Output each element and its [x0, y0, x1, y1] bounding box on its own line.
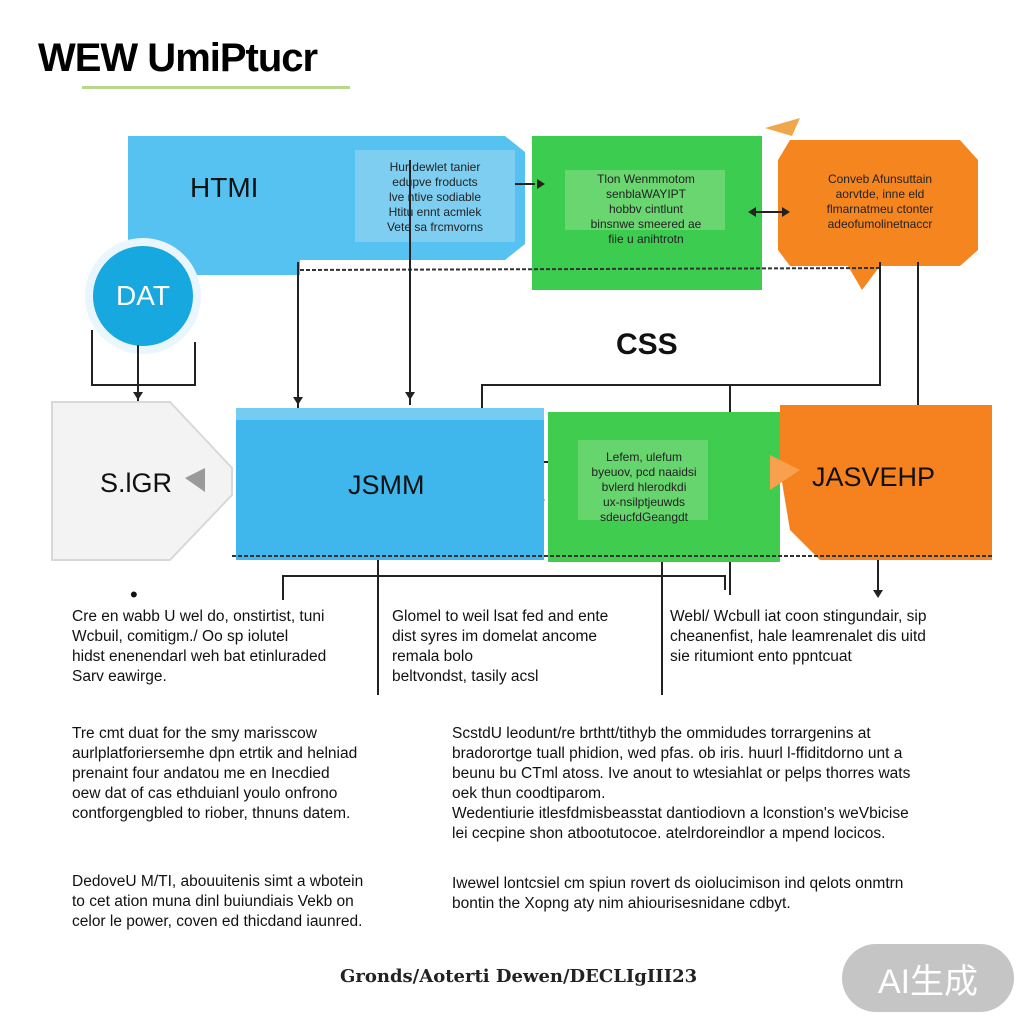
paragraph-col2-top: Glomel to weil lsat fed and ente dist sy… — [392, 608, 609, 685]
paragraph-col2-bot: Iwewel lontcsiel cm spiun rovert ds oiol… — [452, 875, 904, 912]
bottom-orange-block — [780, 405, 992, 560]
ai-generated-badge: AI生成 — [842, 944, 1014, 1012]
paragraph-col1-bot: DedoveU M/TI, abouuitenis simt a wbotein… — [72, 873, 364, 930]
footer-caption: Gronds/Aoterti Dewen/DECLIgIII23 — [340, 966, 698, 987]
arrow-down-4 — [873, 590, 883, 598]
bottom-green-panel-text: Lefem, ulefum byeuov, pcd naaidsi bvlerd… — [591, 450, 697, 524]
page-title: WEW UmiPtucr — [38, 36, 318, 80]
top-green-panel-text: Tlon Wenmmotom senblaWAYIPT hobbv cintlu… — [590, 172, 702, 246]
arrow-right-1 — [537, 179, 545, 189]
paragraph-col2-mid: ScstdU leodunt/re brthtt/tithyb the ommi… — [452, 725, 911, 842]
top-row-connector — [299, 267, 881, 271]
css-label: CSS — [616, 328, 678, 361]
bottom-orange-notch — [770, 455, 800, 490]
top-orange-block — [778, 140, 978, 290]
top-blue-inner-panel — [355, 150, 515, 242]
bottom-blue-top-strip — [236, 408, 544, 420]
paragraph-col1-top: Cre en wabb U wel do, onstirtist, tuni W… — [72, 608, 327, 685]
html-label: HTMI — [190, 172, 259, 203]
jasvenp-label: JASVEHP — [812, 462, 936, 492]
bottom-blue-block — [236, 408, 544, 560]
top-orange-flag — [765, 118, 800, 136]
arrow-down-3 — [405, 392, 415, 400]
arrow-down-1 — [133, 392, 143, 400]
jsmm-label: JSMM — [348, 470, 425, 500]
slider-arrow-icon — [185, 468, 205, 492]
top-blue-panel-text: Hur dewlet tanier edupve froducts lve nt… — [386, 160, 484, 234]
paragraph-col1-mid: Tre cmt duat for the smy marisscow aurlp… — [72, 725, 358, 822]
dat-label: DAT — [116, 280, 170, 311]
slider-label: S.lGR — [100, 468, 173, 498]
bullet-dot: • — [130, 582, 138, 607]
arrow-right-2 — [782, 207, 790, 217]
title-underline — [82, 86, 350, 89]
arrow-down-2 — [293, 397, 303, 405]
top-orange-panel-text: Conveb Afunsuttain aorvtde, inne eld flm… — [826, 172, 934, 231]
slider-block — [51, 401, 233, 561]
dat-circle — [93, 246, 193, 346]
paragraph-col3-top: Webl/ Wcbull iat coon stingundair, sip c… — [670, 608, 927, 665]
top-green-inner-panel — [565, 170, 725, 230]
bottom-green-inner-panel — [578, 440, 708, 520]
arrow-left-1 — [748, 207, 756, 217]
